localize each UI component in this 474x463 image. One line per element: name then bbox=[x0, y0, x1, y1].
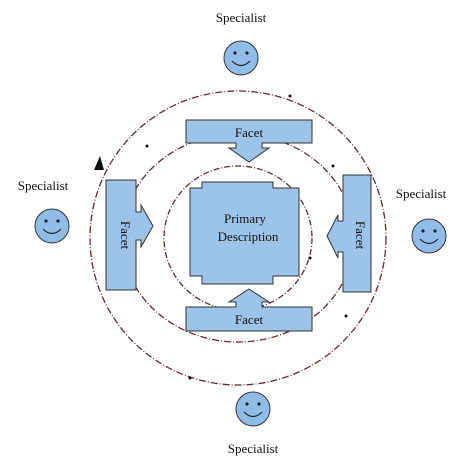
facet-right-shape bbox=[326, 174, 372, 293]
specialist-top: Specialist bbox=[216, 10, 267, 76]
facet-top-label: Facet bbox=[235, 125, 264, 140]
primary-description-line1: Primary bbox=[224, 211, 266, 226]
smiley-face-icon bbox=[34, 208, 70, 244]
facet-right: Facet bbox=[326, 174, 372, 293]
specialist-top-label: Specialist bbox=[216, 10, 267, 25]
smiley-face-icon bbox=[411, 218, 447, 254]
outer-ring bbox=[89, 90, 387, 386]
ring-arrowhead-icon bbox=[94, 156, 104, 170]
specialist-bottom-label: Specialist bbox=[228, 441, 279, 456]
smiley-face-icon bbox=[223, 40, 259, 76]
facet-left: Facet bbox=[105, 179, 154, 291]
specialist-right-label: Specialist bbox=[396, 186, 447, 201]
facet-bottom: Facet bbox=[185, 288, 313, 332]
facet-right-label: Facet bbox=[353, 221, 368, 250]
primary-description-shape bbox=[189, 181, 300, 285]
smiley-face-icon bbox=[235, 391, 271, 427]
primary-description: Primary Description bbox=[189, 181, 300, 285]
facet-top-shape bbox=[185, 119, 313, 163]
specialist-bottom: Specialist bbox=[228, 391, 279, 456]
facet-left-label: Facet bbox=[118, 221, 133, 250]
primary-description-line2: Description bbox=[218, 229, 279, 244]
facet-bottom-label: Facet bbox=[235, 312, 264, 327]
facet-left-shape bbox=[105, 179, 154, 291]
specialist-left-label: Specialist bbox=[18, 178, 69, 193]
facet-bottom-shape bbox=[185, 288, 313, 332]
facet-top: Facet bbox=[185, 119, 313, 163]
specialist-left: Specialist bbox=[18, 178, 70, 244]
specialist-right: Specialist bbox=[396, 186, 447, 254]
